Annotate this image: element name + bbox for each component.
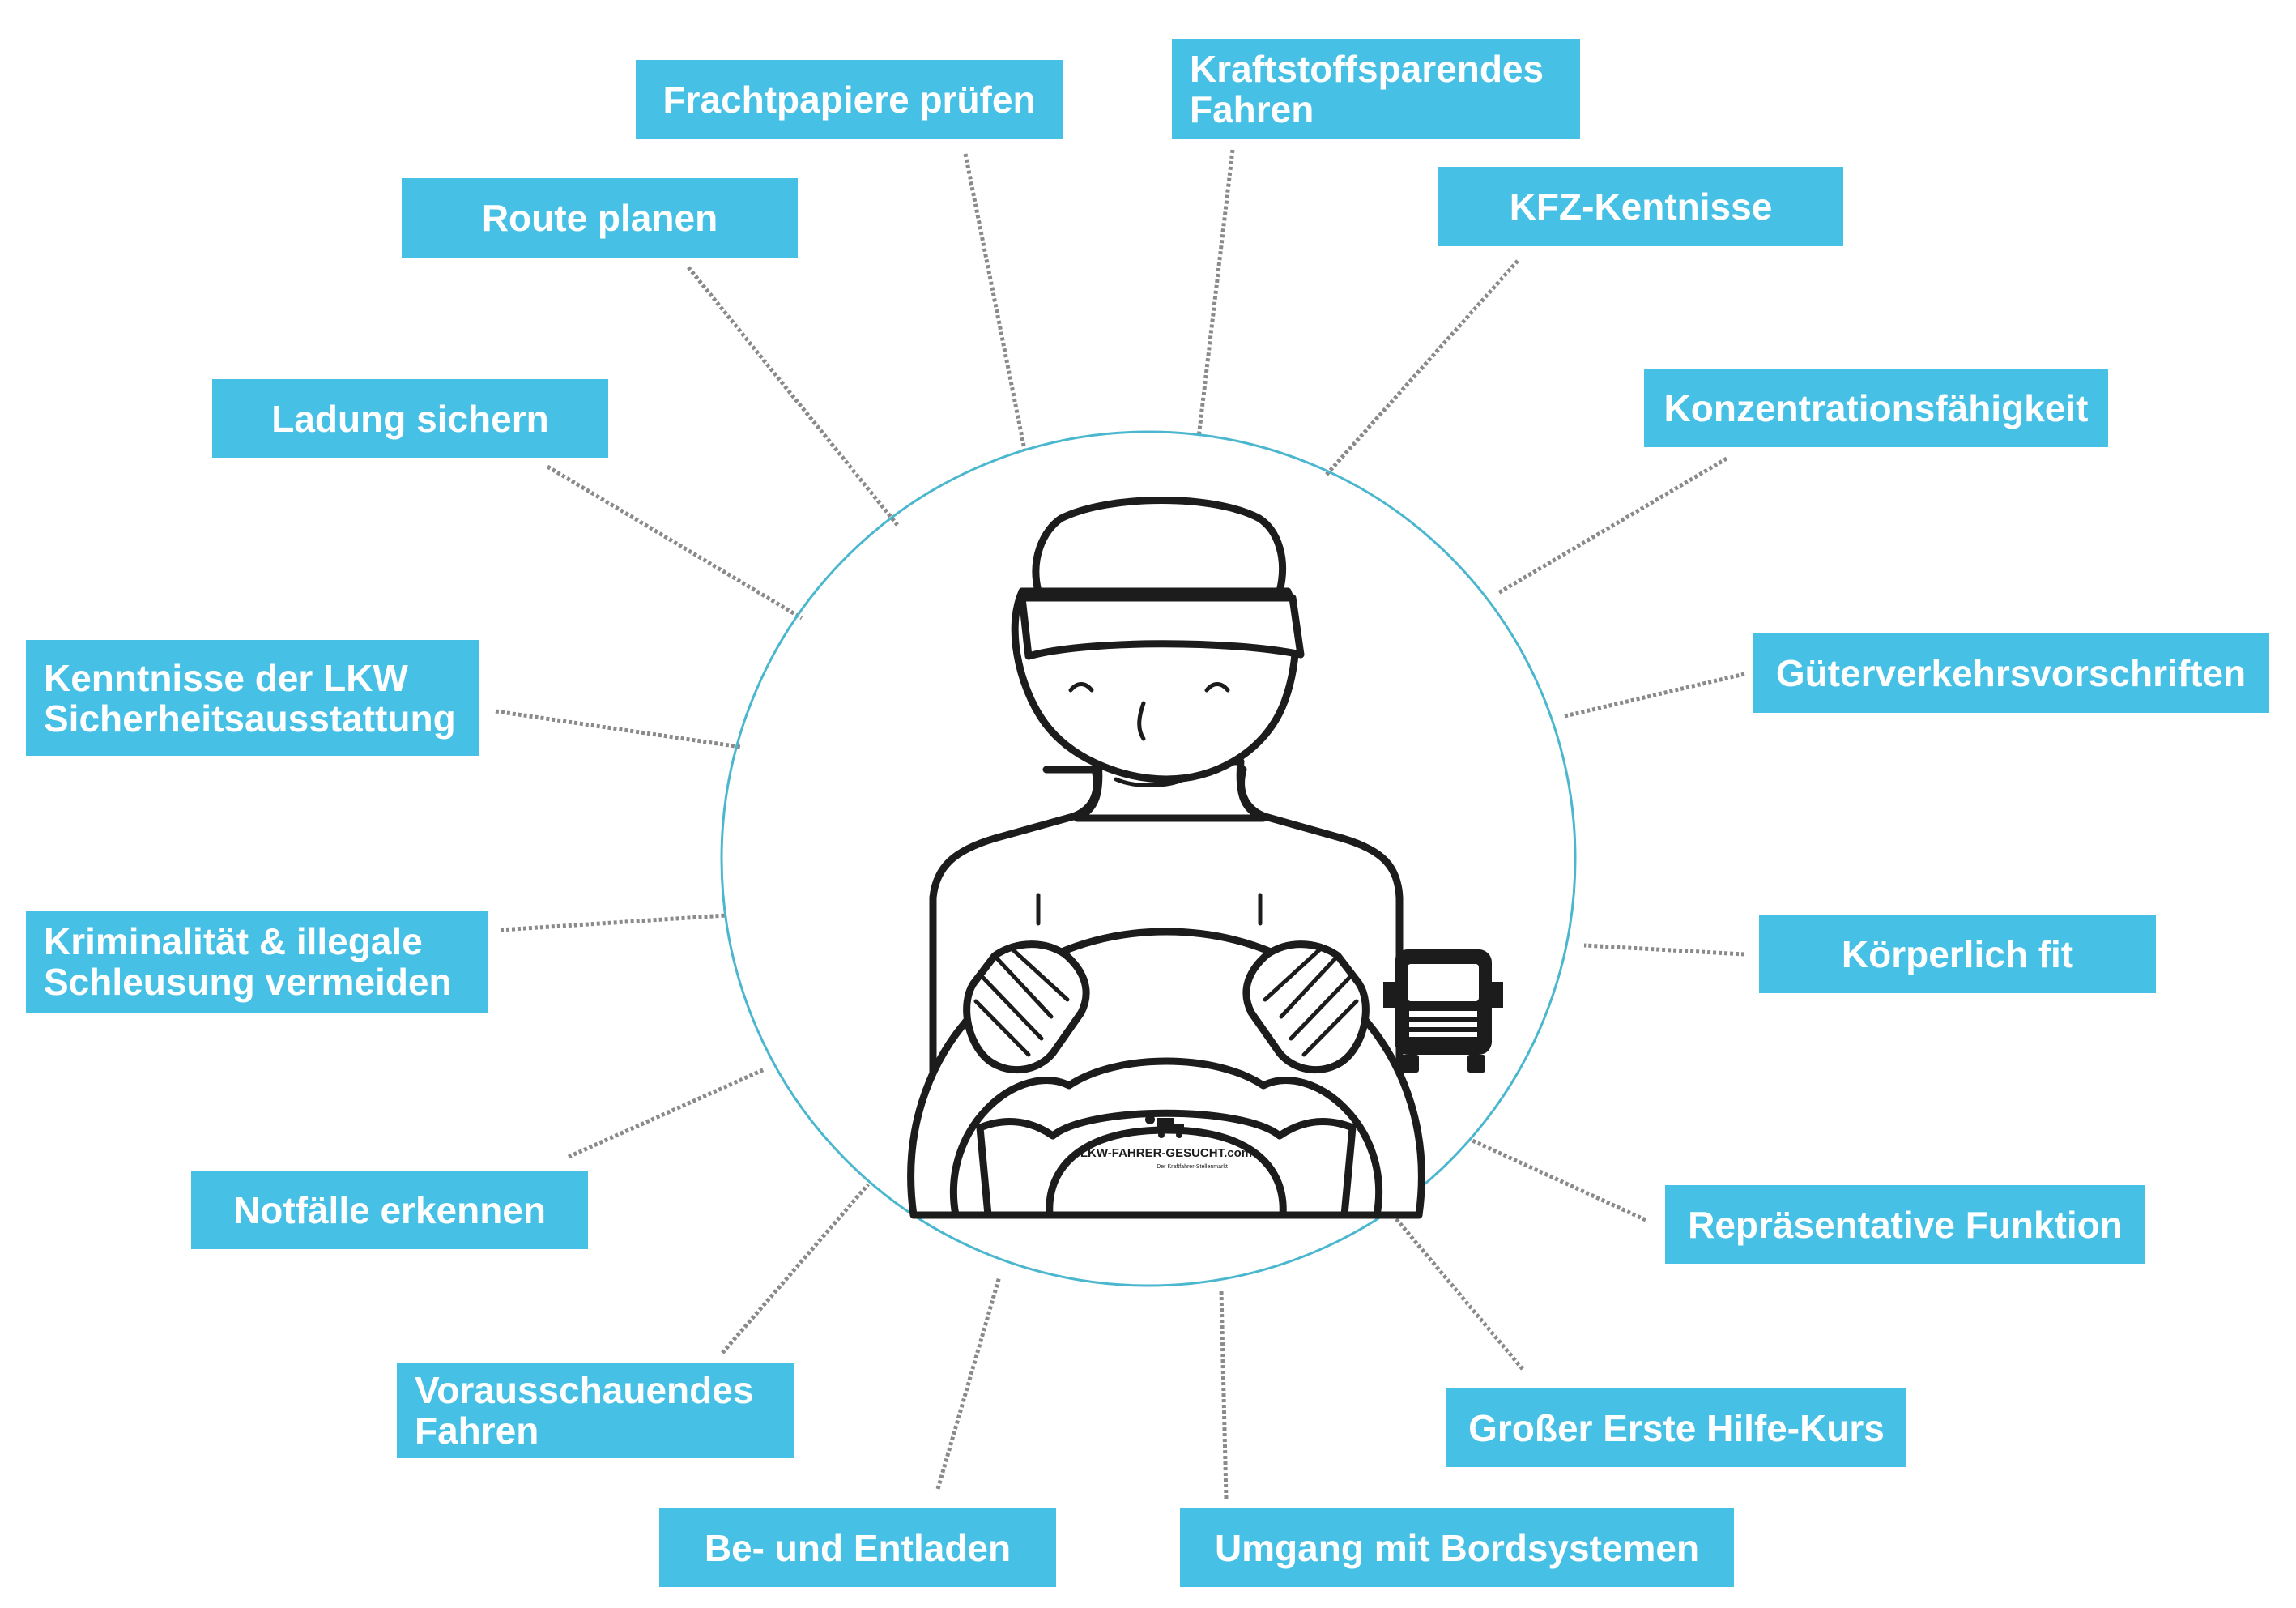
label-box-route: Route planen	[402, 178, 798, 258]
label-text-kraftstoff-0: Kraftstoffsparendes	[1190, 48, 1544, 90]
connector-beentladen	[935, 1276, 1002, 1490]
connector-route	[687, 266, 899, 527]
connector-erstehilfe	[1391, 1213, 1524, 1371]
label-box-konzentration: Konzentrationsfähigkeit	[1644, 369, 2108, 447]
connector-kraftstoff	[1196, 149, 1235, 438]
connector-ladung	[546, 464, 803, 621]
label-box-koerperlich: Körperlich fit	[1759, 915, 2156, 993]
connector-repraesentativ	[1471, 1138, 1647, 1222]
connector-koerperlich	[1583, 943, 1745, 957]
label-text-notfaelle-0: Notfälle erkennen	[233, 1188, 546, 1231]
label-text-bordsysteme-0: Umgang mit Bordsystemen	[1214, 1526, 1700, 1569]
connector-kfz	[1323, 259, 1519, 478]
center-circle	[720, 430, 1577, 1287]
label-text-kenntnisse-0: Kenntnisse der LKW	[44, 656, 408, 699]
connector-kenntnisse	[495, 709, 741, 749]
label-text-konzentration-0: Konzentrationsfähigkeit	[1663, 386, 2089, 429]
connector-vorausschauend	[721, 1183, 870, 1354]
label-text-vorausschauend-1: Fahren	[415, 1410, 539, 1452]
label-box-ladung: Ladung sichern	[212, 379, 608, 458]
label-box-notfaelle: Notfälle erkennen	[191, 1171, 588, 1249]
truck-icon	[1383, 949, 1503, 1073]
label-box-frachtpapiere: Frachtpapiere prüfen	[636, 60, 1063, 139]
label-text-koerperlich-0: Körperlich fit	[1841, 932, 2074, 975]
connector-notfaelle	[567, 1067, 766, 1159]
label-text-kriminalitaet-1: Schleusung vermeiden	[44, 961, 452, 1003]
label-text-beentladen-0: Be- und Entladen	[704, 1526, 1012, 1569]
label-box-repraesentativ: Repräsentative Funktion	[1665, 1185, 2145, 1264]
label-text-gueter-0: Güterverkehrsvorschriften	[1775, 652, 2247, 694]
logo-tagline: Der Kraftfahrer-Stellenmarkt	[1157, 1164, 1228, 1170]
label-text-vorausschauend-0: Vorausschauendes	[415, 1369, 754, 1411]
connector-bordsysteme	[1219, 1290, 1229, 1499]
label-text-repraesentativ-0: Repräsentative Funktion	[1688, 1203, 2123, 1246]
truck-driver-icon	[907, 497, 1425, 1219]
label-text-kfz-0: KFZ-Kentnisse	[1509, 186, 1773, 228]
connector-kriminalitaet	[500, 913, 726, 932]
label-text-kriminalitaet-0: Kriminalität & illegale	[44, 920, 423, 962]
label-text-route-0: Route planen	[481, 197, 718, 239]
logo-brand: LKW-FAHRER-GESUCHT.com	[1080, 1146, 1252, 1160]
label-text-frachtpapiere-0: Frachtpapiere prüfen	[662, 79, 1036, 121]
label-text-kenntnisse-1: Sicherheitsausstattung	[44, 697, 456, 740]
label-text-kraftstoff-1: Fahren	[1190, 88, 1314, 130]
lkw-fahrer-gesucht-logo: LKW-FAHRER-GESUCHT.com Der Kraftfahrer-S…	[1080, 1115, 1252, 1170]
label-box-kfz: KFZ-Kentnisse	[1438, 167, 1843, 246]
label-text-ladung-0: Ladung sichern	[271, 397, 549, 440]
label-text-erstehilfe-0: Großer Erste Hilfe-Kurs	[1468, 1406, 1885, 1449]
connector-gueter	[1564, 672, 1745, 719]
label-box-erstehilfe: Großer Erste Hilfe-Kurs	[1446, 1388, 1906, 1467]
label-box-gueter: Güterverkehrsvorschriften	[1753, 633, 2269, 713]
connector-frachtpapiere	[963, 153, 1027, 450]
connector-lines	[495, 149, 1745, 1499]
label-box-bordsysteme: Umgang mit Bordsystemen	[1180, 1508, 1734, 1587]
label-box-beentladen: Be- und Entladen	[659, 1508, 1056, 1587]
connector-konzentration	[1497, 456, 1728, 595]
